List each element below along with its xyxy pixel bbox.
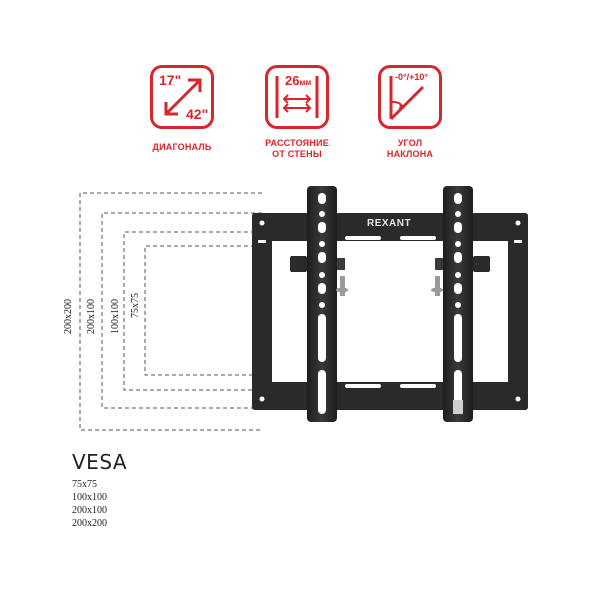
vesa-title: VESA <box>72 450 128 474</box>
diagonal-min: 17" <box>159 72 182 88</box>
list-item: 200x200 <box>72 518 107 529</box>
diagonal-arrow-icon <box>164 78 202 116</box>
wall-plate <box>252 213 528 410</box>
distance-value: 26мм <box>285 73 312 88</box>
tilt-angle-icon <box>389 76 425 121</box>
list-item: 200x100 <box>72 505 107 516</box>
list-item: 100x100 <box>72 492 107 503</box>
list-item: 75x75 <box>72 479 97 490</box>
tilt-value: -0°/+10° <box>395 72 428 82</box>
diagonal-caption: ДИАГОНАЛЬ <box>152 142 212 152</box>
guide-200x100 <box>101 212 262 409</box>
safety-lock <box>453 400 463 414</box>
diagonal-max: 42" <box>186 106 209 122</box>
guide-100x100 <box>123 231 262 391</box>
guide-200x200 <box>79 192 262 431</box>
distance-caption: РАССТОЯНИЕ ОТ СТЕНЫ <box>265 138 329 159</box>
guide-75x75 <box>144 245 262 376</box>
distance-arrows-icon <box>275 76 319 118</box>
tilt-badge: -0°/+10° <box>378 65 442 129</box>
vesa-sizes-list: 75x75 100x100 200x100 200x200 <box>72 478 107 530</box>
left-rail <box>307 186 337 422</box>
brand-logo: REXANT <box>367 218 412 229</box>
tilt-knobs <box>290 256 490 272</box>
screws <box>336 276 443 296</box>
diagonal-badge: 17" 42" <box>150 65 214 129</box>
tilt-caption: УГОЛ НАКЛОНА <box>386 138 434 159</box>
right-rail <box>443 186 473 422</box>
distance-badge: 26мм <box>265 65 329 129</box>
